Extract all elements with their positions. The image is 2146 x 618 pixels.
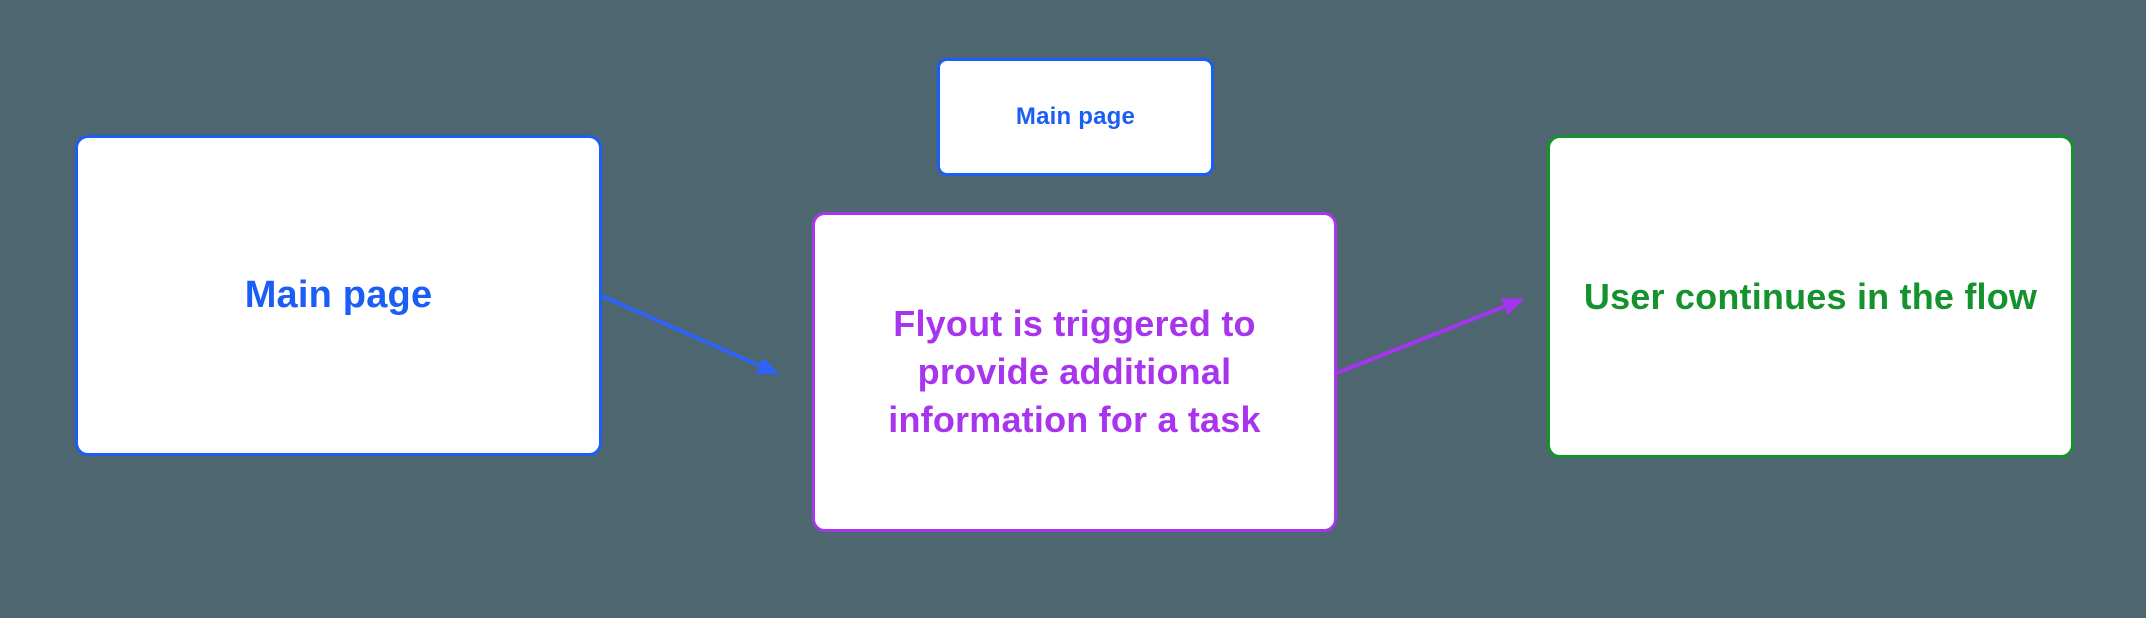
node-flyout[interactable]: Flyout is triggered to provide additiona…	[812, 212, 1337, 532]
node-main-page-top[interactable]: Main page	[937, 58, 1214, 176]
node-main-page-top-label: Main page	[1015, 103, 1136, 130]
node-user-continues[interactable]: User continues in the flow	[1547, 135, 2074, 458]
node-user-continues-label: User continues in the flow	[1583, 275, 2038, 317]
node-flyout-label: Flyout is triggered to provide additiona…	[888, 303, 1261, 440]
node-main-page-left-label: Main page	[244, 274, 433, 316]
edge-flyout-to-user-continues[interactable]	[1336, 298, 1525, 375]
node-main-page-left[interactable]: Main page	[75, 135, 602, 456]
edge-main-to-flyout[interactable]	[601, 294, 780, 375]
